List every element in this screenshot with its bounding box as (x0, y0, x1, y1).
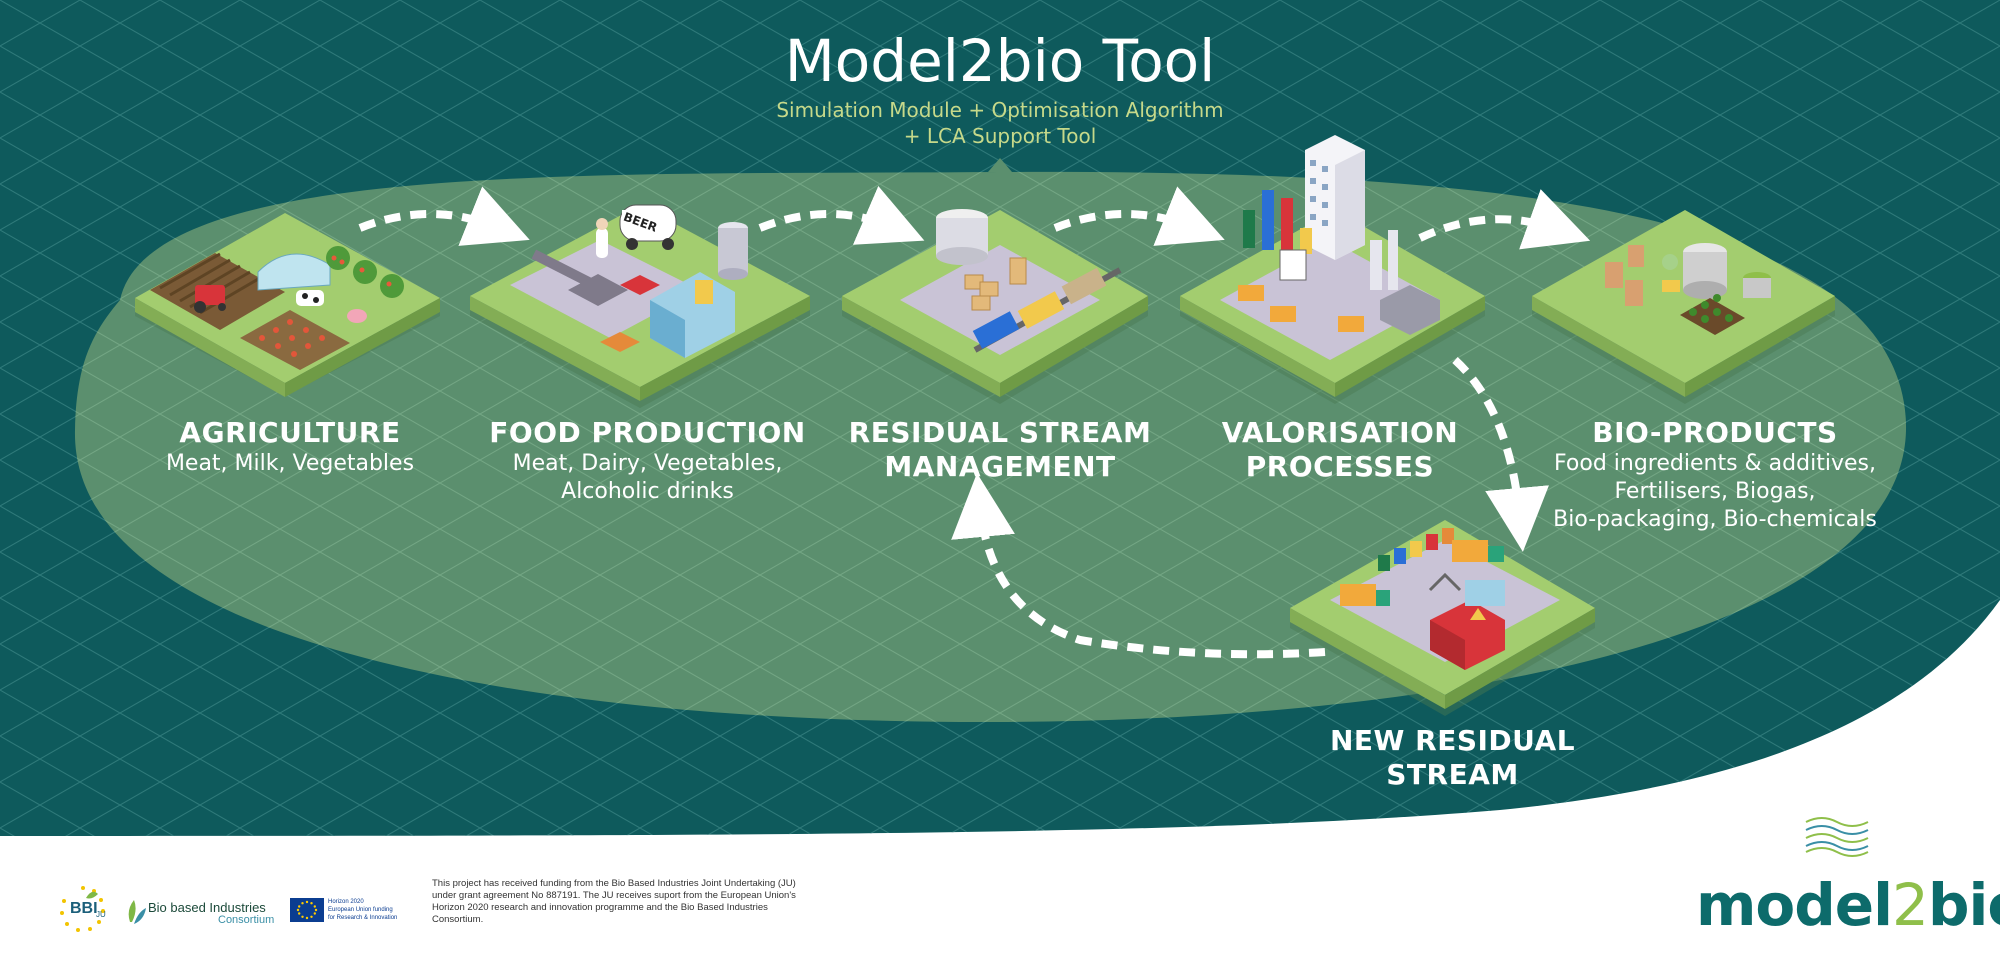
stage-title: NEW RESIDUAL (1329, 724, 1576, 757)
stage-description: Food ingredients & additives, (1554, 451, 1876, 476)
stage-food-production: FOOD PRODUCTION Meat, Dairy, Vegetables,… (480, 416, 815, 506)
bic-line-1: Bio based Industries (148, 900, 266, 915)
stage-description: Meat, Dairy, Vegetables, (512, 451, 783, 476)
stage-bio-products: BIO-PRODUCTS Food ingredients & additive… (1535, 416, 1895, 534)
stage-title: STREAM (1386, 758, 1519, 791)
flow-arrows (358, 185, 1591, 659)
food-production-tile-icon: BEER (470, 204, 810, 408)
stage-description: Fertilisers, Biogas, (1614, 479, 1816, 504)
brand-part-1: model (1696, 871, 1893, 939)
leaf-icon (128, 900, 146, 924)
new-residual-stream-tile-icon (1290, 520, 1595, 716)
subtitle-line-1: Simulation Module + Optimisation Algorit… (776, 98, 1224, 122)
bbi-ju-text: JU (96, 910, 106, 919)
stage-residual-stream-management: RESIDUAL STREAM MANAGEMENT (840, 416, 1160, 484)
eu-line-2: European Union funding (328, 907, 393, 913)
arrow-new-residual-to-residual (951, 473, 1326, 659)
stage-title: AGRICULTURE (179, 416, 401, 449)
valorisation-tile-icon (1180, 135, 1485, 404)
arrow-valorisation-to-new-residual (1452, 357, 1549, 552)
bic-line-2: Consortium (218, 914, 275, 926)
eu-flag-icon (290, 898, 324, 922)
stage-valorisation-processes: VALORISATION PROCESSES (1190, 416, 1490, 484)
bio-products-tile-icon (1532, 210, 1835, 404)
funding-disclaimer: This project has received funding from t… (432, 878, 796, 925)
stage-agriculture: AGRICULTURE Meat, Milk, Vegetables (140, 416, 440, 478)
stage-description: Bio-packaging, Bio-chemicals (1553, 507, 1877, 532)
bbi-logo-text: BBI (70, 900, 98, 917)
page-title: Model2bio Tool (784, 27, 1216, 95)
stage-new-residual-stream: NEW RESIDUAL STREAM (1295, 724, 1610, 792)
eu-line-3: for Research & Innovation (328, 915, 398, 921)
stage-description: Meat, Milk, Vegetables (165, 451, 415, 476)
brand-part-2: 2 (1892, 871, 1929, 939)
bic-logo: Bio based Industries Consortium (124, 892, 274, 928)
stage-title: FOOD PRODUCTION (489, 416, 806, 449)
stage-title: PROCESSES (1245, 450, 1435, 483)
eu-line-1: Horizon 2020 (328, 899, 364, 905)
model2bio-logo: model2bio (1696, 874, 2000, 936)
brand-part-3: bio (1927, 871, 2000, 939)
eu-horizon-logo: Horizon 2020 European Union funding for … (290, 898, 400, 924)
stage-title: RESIDUAL STREAM (848, 416, 1152, 449)
agriculture-tile-icon (135, 213, 440, 397)
stage-title: VALORISATION (1221, 416, 1459, 449)
model2bio-waves-icon (1805, 817, 1869, 857)
subtitle-line-2: + LCA Support Tool (903, 124, 1097, 148)
stage-title: BIO-PRODUCTS (1592, 416, 1838, 449)
bbi-logo: BBI JU (58, 884, 108, 934)
bbi-stars-icon (60, 886, 105, 932)
stage-title: MANAGEMENT (884, 450, 1116, 483)
stage-description: Alcoholic drinks (561, 479, 734, 504)
residual-stream-tile-icon (842, 209, 1148, 404)
